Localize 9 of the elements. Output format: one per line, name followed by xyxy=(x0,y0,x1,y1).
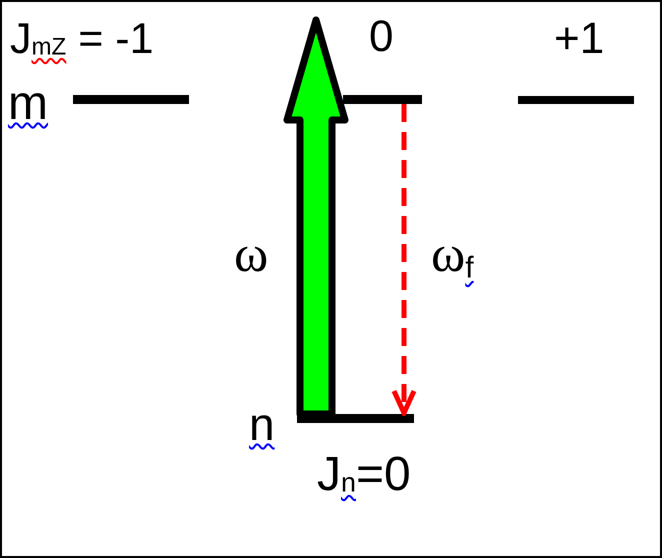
quantum-number-label: +1 xyxy=(554,17,604,61)
dashed-arrow xyxy=(392,104,416,416)
energy-level-bar xyxy=(343,95,422,104)
quantum-number-label: 0 xyxy=(369,15,394,59)
energy-level-bar xyxy=(73,95,189,104)
block-arrow xyxy=(284,16,348,418)
level-label: n xyxy=(249,401,275,447)
energy-level-bar xyxy=(518,96,634,104)
level-label: m xyxy=(8,80,48,128)
